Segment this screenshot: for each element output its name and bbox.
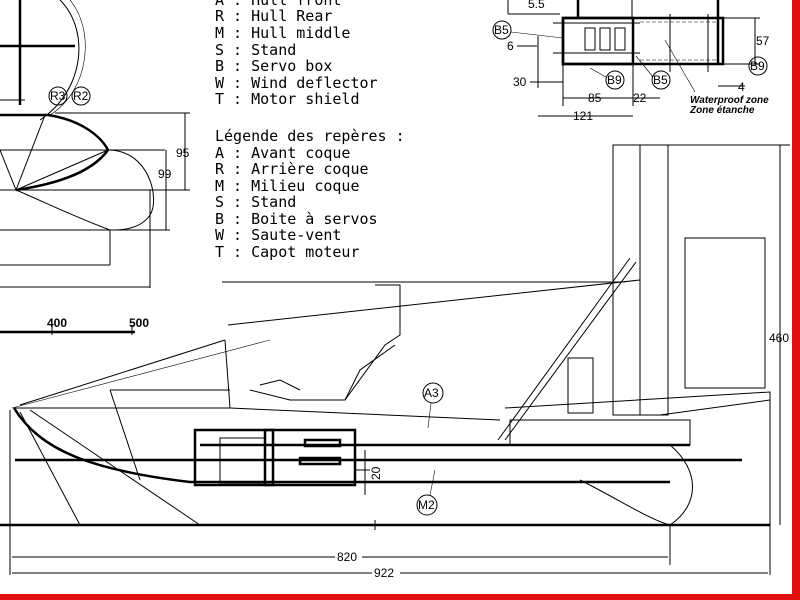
frame-border-right — [792, 0, 800, 600]
label-m2: M2 — [418, 498, 435, 512]
legend-item: M : Milieu coque — [215, 177, 360, 195]
legend-item: A : Hull front — [215, 0, 341, 9]
dim-22: 22 — [633, 91, 647, 105]
legend-item: A : Avant coque — [215, 144, 350, 162]
scale-400: 400 — [47, 316, 67, 330]
legend-item: T : Motor shield — [215, 90, 360, 108]
dim-30: 30 — [513, 75, 527, 89]
label-b5: B5 — [494, 23, 509, 37]
dim-95: 95 — [176, 146, 190, 160]
dim-57: 57 — [756, 34, 770, 48]
legend-english: A : Hull front R : Hull Rear M : Hull mi… — [215, 0, 378, 108]
legend-french: Légende des repères : A : Avant coque R … — [215, 127, 405, 261]
front-view: R3 R2 95 99 — [0, 0, 190, 288]
dim-5-5: 5.5 — [528, 0, 545, 11]
legend-item: T : Capot moteur — [215, 243, 360, 261]
legend-item: W : Wind deflector — [215, 74, 378, 92]
label-b5: B5 — [653, 73, 668, 87]
legend-item: M : Hull middle — [215, 24, 350, 42]
dim-99: 99 — [158, 167, 172, 181]
scale-bar: 400 500 — [0, 316, 149, 335]
dim-20: 20 — [369, 466, 383, 480]
servo-box-detail: 5.5 57 B5 6 30 B9 B5 B9 — [492, 0, 770, 123]
label-r2: R2 — [73, 89, 89, 103]
dim-460: 460 — [769, 331, 789, 345]
legend-item: W : Saute-vent — [215, 226, 341, 244]
legend-title: Légende des repères : — [215, 127, 405, 145]
dim-820: 820 — [337, 550, 357, 564]
dim-922: 922 — [374, 566, 394, 580]
zone-etanche-label: Zone étanche — [689, 105, 755, 116]
legend-item: S : Stand — [215, 41, 296, 59]
label-a3: A3 — [424, 386, 439, 400]
dim-121: 121 — [573, 109, 593, 123]
legend-item: B : Boite à servos — [215, 210, 378, 228]
label-r3: R3 — [50, 89, 66, 103]
label-b9: B9 — [607, 73, 622, 87]
dim-85: 85 — [588, 91, 602, 105]
side-view: 20 A3 M2 460 820 922 — [0, 144, 790, 580]
dim-4: 4 — [738, 80, 745, 94]
legend-item: B : Servo box — [215, 57, 332, 75]
legend-item: R : Hull Rear — [215, 7, 332, 25]
legend-item: R : Arrière coque — [215, 160, 369, 178]
scale-500: 500 — [129, 316, 149, 330]
dim-6: 6 — [507, 39, 514, 53]
waterproof-zone-label: Waterproof zone — [690, 95, 769, 106]
frame-border-bottom — [0, 594, 800, 600]
label-b9: B9 — [750, 59, 765, 73]
legend-item: S : Stand — [215, 193, 296, 211]
